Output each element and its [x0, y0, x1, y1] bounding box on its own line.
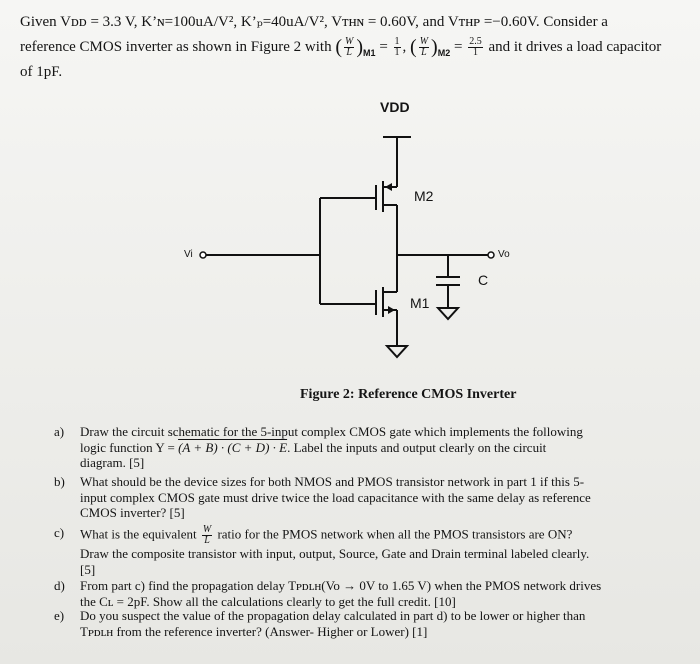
paren-open-2: ( — [410, 36, 417, 58]
question-a-line-3: diagram. [5] — [80, 455, 145, 470]
equals-sign-2: = — [453, 38, 463, 55]
comma: , — [402, 38, 407, 55]
logic-expression: (A + B) · (C + D) · E — [178, 439, 288, 455]
vdd-label: VDD — [380, 99, 410, 115]
paren-open: ( — [335, 36, 343, 58]
vi-label: Vi — [184, 249, 193, 260]
question-b-line-1: What should be the device sizes for both… — [80, 474, 585, 489]
intro-line-2: reference CMOS inverter as shown in Figu… — [20, 36, 661, 59]
m2-label: M2 — [414, 188, 434, 204]
m1-arrow — [388, 306, 395, 314]
intro-line-3: of 1pF. — [20, 64, 63, 80]
sub-m1: M1 — [363, 47, 376, 58]
capacitor-label: C — [478, 272, 489, 288]
question-c-line-2: Draw the composite transistor with input… — [80, 546, 590, 561]
question-e-label: e) — [54, 608, 65, 623]
question-b: b) What should be the device sizes for b… — [54, 474, 591, 521]
equals-sign-1: = — [379, 38, 388, 55]
question-b-line-3: CMOS inverter? [5] — [80, 505, 185, 520]
vi-terminal — [199, 251, 207, 259]
intro-line-2-end: and it drives a load capacitor — [488, 38, 662, 55]
sub-m2: M2 — [437, 47, 451, 58]
question-e-line-2: Tᴘᴅʟʜ from the reference inverter? (Answ… — [80, 623, 428, 639]
question-c-label: c) — [54, 525, 65, 540]
question-b-line-2: input complex CMOS gate must drive twice… — [80, 489, 591, 505]
question-a-line-1: Draw the circuit schematic for the 5-inp… — [80, 424, 583, 439]
question-d-label: d) — [54, 578, 65, 593]
question-c-line-3: [5] — [80, 561, 96, 577]
question-e-line-1: Do you suspect the value of the propagat… — [80, 608, 586, 623]
question-d: d) From part c) find the propagation del… — [54, 578, 602, 609]
m1-label: M1 — [410, 295, 430, 311]
m1-ground-icon — [384, 345, 410, 359]
paren-close: ) — [356, 36, 364, 58]
question-a-label: a) — [54, 424, 65, 439]
question-d-line-1: From part c) find the propagation delay … — [80, 578, 602, 593]
vo-label: Vo — [498, 249, 510, 260]
question-b-label: b) — [54, 474, 65, 489]
question-e: e) Do you suspect the value of the propa… — [54, 608, 586, 639]
question-a: a) Draw the circuit schematic for the 5-… — [54, 424, 583, 471]
vo-terminal — [487, 251, 495, 259]
figure-caption: Figure 2: Reference CMOS Inverter — [300, 387, 517, 402]
question-a-line-2: logic function Y = (A + B) · (C + D) · E… — [80, 439, 547, 455]
intro-line-2-start: reference CMOS inverter as shown in Figu… — [20, 38, 332, 55]
cap-ground-icon — [435, 307, 461, 321]
question-d-line-2: the Cʟ = 2pF. Show all the calculations … — [80, 593, 456, 609]
intro-line-1: Given Vᴅᴅ = 3.3 V, K’ɴ=100uA/V², K’ₚ=40u… — [20, 14, 608, 30]
paren-close-2: ) — [431, 36, 438, 58]
m2-arrow — [385, 183, 392, 191]
